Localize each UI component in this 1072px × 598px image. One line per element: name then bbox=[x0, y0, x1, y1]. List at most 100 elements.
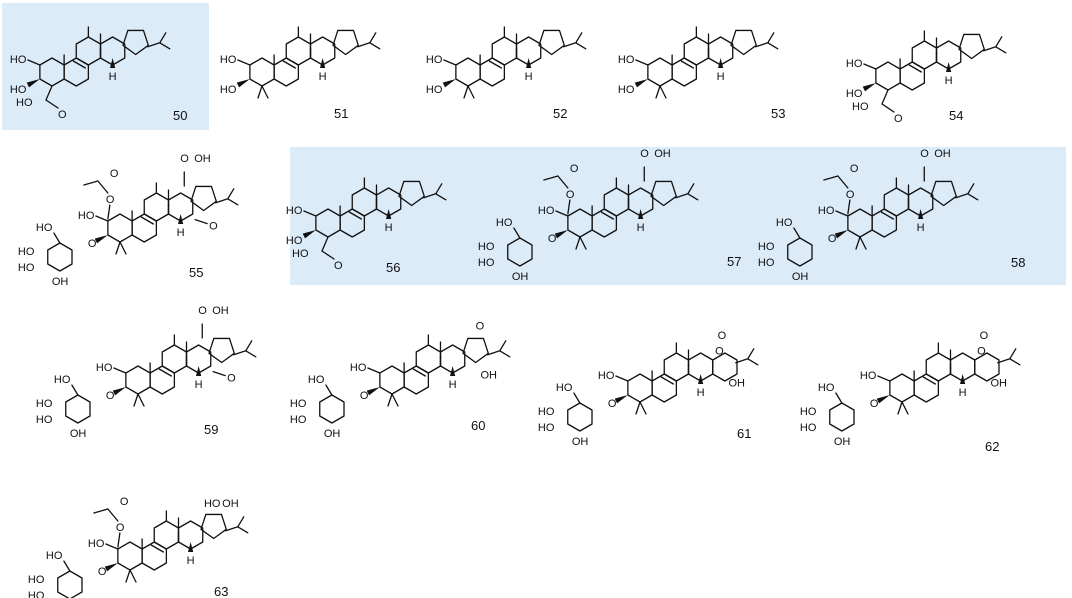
methyl-bond bbox=[467, 85, 475, 99]
atom-label-o: O bbox=[476, 321, 485, 333]
double-bond bbox=[412, 368, 427, 377]
acetoxy-bond bbox=[567, 199, 571, 215]
c2-bond bbox=[615, 375, 629, 382]
ring-C bbox=[153, 520, 180, 550]
double-bond bbox=[908, 64, 923, 73]
c3-wedge bbox=[834, 230, 848, 239]
double-bond bbox=[158, 368, 173, 377]
carboxyl-bond bbox=[45, 85, 53, 101]
atom-label-oh: OH bbox=[194, 153, 211, 165]
atom-label-o: O bbox=[894, 113, 903, 125]
ring-A bbox=[107, 213, 133, 243]
methyl-bond bbox=[659, 85, 667, 99]
compound-number: 57 bbox=[727, 254, 741, 269]
ring-E bbox=[332, 29, 359, 56]
atom-label-o: O bbox=[360, 390, 369, 402]
side-chain-bond bbox=[755, 42, 769, 48]
atom-label-ho: HO bbox=[478, 241, 495, 253]
side-chain-bond bbox=[233, 350, 247, 356]
methyl-bond bbox=[901, 401, 909, 415]
acetyl-bond bbox=[823, 175, 839, 181]
atom-label-ho: HO bbox=[286, 235, 303, 247]
atom-label-o: O bbox=[106, 390, 115, 402]
hydroxymethyl-bond bbox=[53, 232, 61, 244]
c2-bond bbox=[835, 210, 849, 217]
acetoxy-bond bbox=[847, 199, 851, 215]
atom-label-ho: HO bbox=[220, 54, 237, 66]
highlight-box-2 bbox=[290, 147, 1066, 285]
ring-A bbox=[455, 57, 481, 87]
hydroxymethyl-bond bbox=[513, 227, 521, 239]
atom-label-o: O bbox=[334, 260, 343, 272]
highlight-layer bbox=[2, 3, 1066, 285]
atom-label-ho: HO bbox=[204, 498, 221, 510]
atom-label-oh: OH bbox=[222, 498, 239, 510]
double-bond bbox=[348, 211, 363, 220]
isopropyl-bond bbox=[995, 36, 1003, 48]
atom-label-ho: HO bbox=[292, 248, 309, 260]
atom-label-ho: HO bbox=[426, 84, 443, 96]
c3-wedge bbox=[876, 395, 890, 404]
atom-label-oh: OH bbox=[792, 271, 809, 283]
isopropyl-bond bbox=[237, 516, 245, 528]
sugar-ring bbox=[567, 402, 593, 432]
compound-number: 58 bbox=[1011, 255, 1025, 270]
c3-wedge bbox=[112, 387, 126, 396]
stereo-wedge bbox=[960, 374, 966, 384]
methyl-bond bbox=[855, 236, 861, 250]
compound-number: 61 bbox=[737, 426, 751, 441]
ketone-bond bbox=[212, 370, 226, 377]
ring-A bbox=[249, 57, 275, 87]
c3-wedge bbox=[104, 563, 118, 572]
ring-E bbox=[208, 337, 235, 364]
atom-label-o: O bbox=[110, 168, 119, 180]
c2-bond bbox=[635, 59, 649, 66]
ring-E bbox=[200, 513, 227, 540]
c3-wedge bbox=[442, 79, 456, 88]
isopropyl-bond bbox=[995, 46, 1007, 54]
atom-label-ho: HO bbox=[776, 217, 793, 229]
c2-bond bbox=[555, 210, 569, 217]
atom-label-ho: HO bbox=[598, 370, 615, 382]
atom-label-o: O bbox=[209, 221, 218, 233]
atom-label-ho: HO bbox=[618, 84, 635, 96]
stereo-wedge bbox=[320, 58, 326, 68]
acetyl-bond bbox=[837, 175, 849, 189]
atom-label-ho: HO bbox=[538, 406, 555, 418]
isopropyl-bond bbox=[967, 183, 975, 195]
atom-label-o: O bbox=[920, 148, 929, 160]
atom-label-ho: HO bbox=[478, 257, 495, 269]
acetyl-bond bbox=[543, 175, 559, 181]
ring-A bbox=[379, 365, 405, 395]
ring-C bbox=[143, 192, 170, 222]
compound-number: 50 bbox=[173, 108, 187, 123]
isopropyl-bond bbox=[687, 183, 695, 195]
atom-label-ho: HO bbox=[96, 362, 113, 374]
c2-bond bbox=[95, 215, 109, 222]
atom-label-h: H bbox=[449, 379, 457, 391]
c2-bond bbox=[863, 63, 877, 70]
c3-wedge bbox=[634, 79, 648, 88]
atom-label-h: H bbox=[637, 222, 645, 234]
isopropyl-bond bbox=[767, 42, 779, 50]
sugar-ring bbox=[787, 237, 813, 267]
atom-label-oh: OH bbox=[654, 148, 671, 160]
ring-C bbox=[491, 36, 518, 66]
atom-label-o: O bbox=[566, 189, 575, 201]
isopropyl-bond bbox=[687, 193, 699, 201]
atom-label-h: H bbox=[109, 71, 117, 83]
ring-A bbox=[627, 373, 653, 403]
atom-label-ho: HO bbox=[800, 406, 817, 418]
atom-label-ho: HO bbox=[818, 205, 835, 217]
atom-label-ho: HO bbox=[800, 422, 817, 434]
methyl-bond bbox=[387, 393, 393, 407]
atom-label-h: H bbox=[195, 379, 203, 391]
atom-label-ho: HO bbox=[10, 84, 27, 96]
